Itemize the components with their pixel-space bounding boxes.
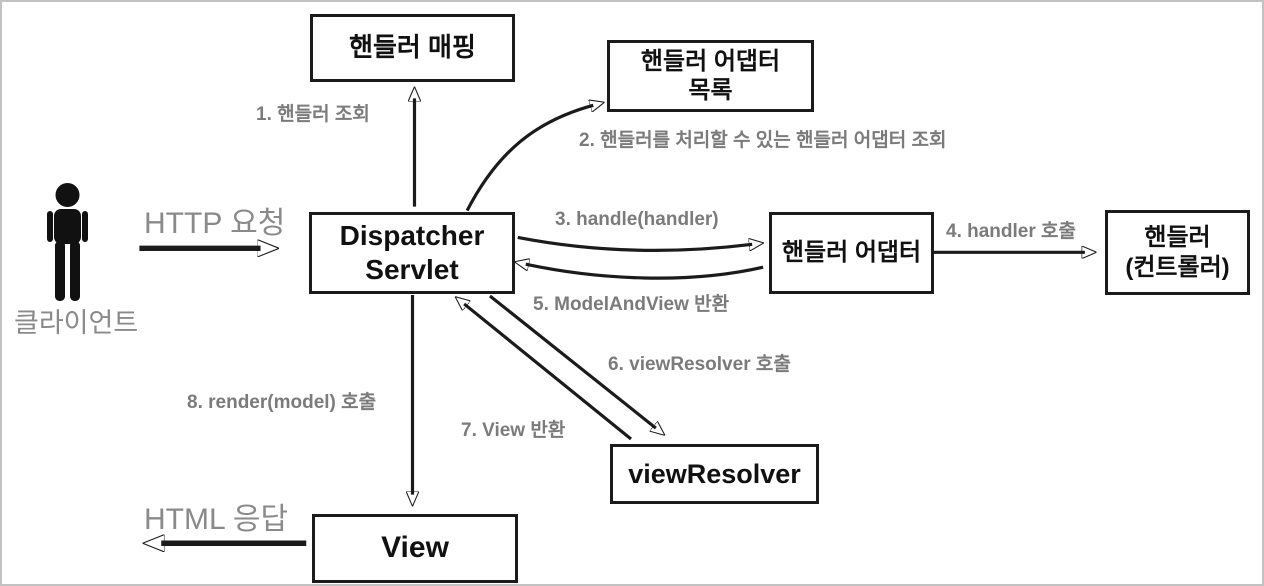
step7-label: 7. View 반환 [461, 420, 566, 441]
step3-label: 3. handle(handler) [555, 209, 719, 230]
step5-label: 5. ModelAndView 반환 [533, 294, 730, 315]
step1-label: 1. 핸들러 조회 [256, 104, 370, 125]
node-handler-adapter-list: 핸들러 어댑터 목록 [607, 40, 814, 112]
arrow-step5-modelandview-return [526, 264, 764, 280]
http-request-label: HTTP 요청 [144, 207, 286, 240]
node-view: View [312, 514, 518, 583]
step6-label: 6. viewResolver 호출 [608, 354, 791, 375]
step4-label: 4. handler 호출 [946, 221, 1076, 242]
arrow-step6-viewresolver-call [488, 294, 656, 428]
arrow-step7-view-return [464, 304, 633, 441]
step8-label: 8. render(model) 호출 [187, 392, 377, 413]
node-view-resolver: viewResolver [610, 444, 819, 504]
node-handler-controller: 핸들러 (컨트롤러) [1105, 210, 1250, 295]
node-dispatcher-servlet: Dispatcher Servlet [309, 212, 515, 294]
html-response-label: HTML 응답 [144, 503, 289, 536]
node-handler-mapping: 핸들러 매핑 [310, 14, 515, 82]
arrow-step3-handle [517, 235, 752, 252]
arrow-step2-adapter-lookup [465, 105, 593, 212]
step2-label: 2. 핸들러를 처리할 수 있는 핸들러 어댑터 조회 [579, 130, 947, 151]
client-label: 클라이언트 [14, 308, 139, 338]
person-icon [45, 182, 90, 304]
node-handler-adapter: 핸들러 어댑터 [769, 212, 934, 294]
